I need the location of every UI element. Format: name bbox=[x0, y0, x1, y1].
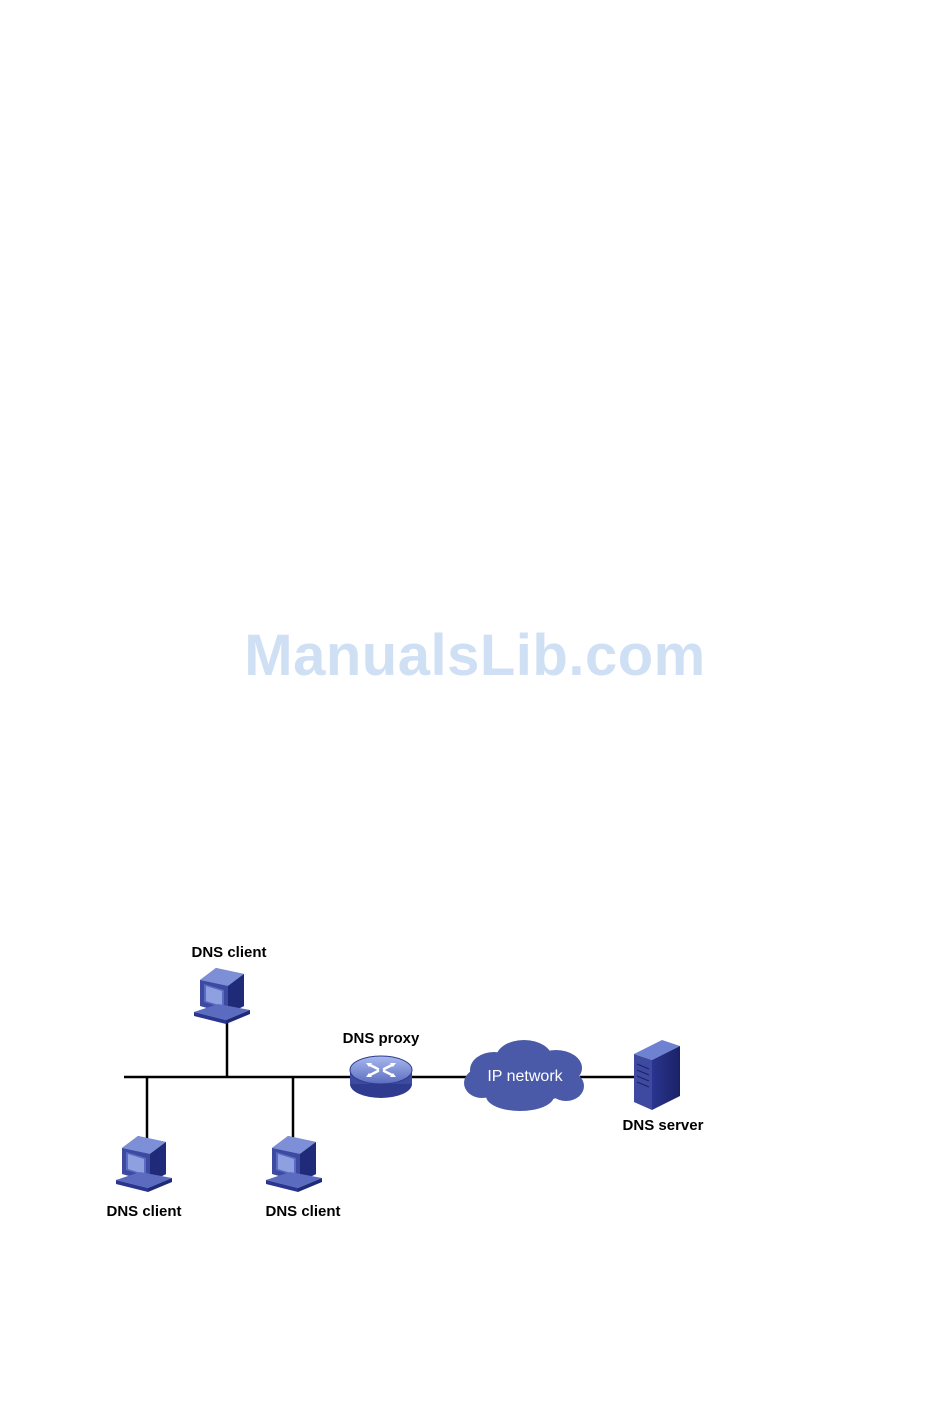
router-icon bbox=[350, 1056, 412, 1098]
ip-network: IP network bbox=[464, 1040, 584, 1111]
pc-icon bbox=[266, 1136, 322, 1192]
dns-proxy-label: DNS proxy bbox=[343, 1030, 420, 1047]
pc-icon bbox=[194, 968, 250, 1024]
pc-icon bbox=[116, 1136, 172, 1192]
dns-proxy: DNS proxy bbox=[343, 1030, 420, 1098]
dns-client-bottom-mid-label: DNS client bbox=[265, 1203, 340, 1220]
dns-client-bottom-left-label: DNS client bbox=[106, 1203, 181, 1220]
dns-client-top-label: DNS client bbox=[191, 944, 266, 961]
dns-client-bottom-left: DNS client bbox=[106, 1136, 181, 1220]
server-icon bbox=[634, 1040, 680, 1110]
dns-server-label: DNS server bbox=[623, 1117, 704, 1134]
dns-client-bottom-mid: DNS client bbox=[265, 1136, 340, 1220]
dns-client-top: DNS client bbox=[191, 944, 266, 1024]
dns-server: DNS server bbox=[623, 1040, 704, 1134]
ip-network-label: IP network bbox=[487, 1068, 563, 1085]
